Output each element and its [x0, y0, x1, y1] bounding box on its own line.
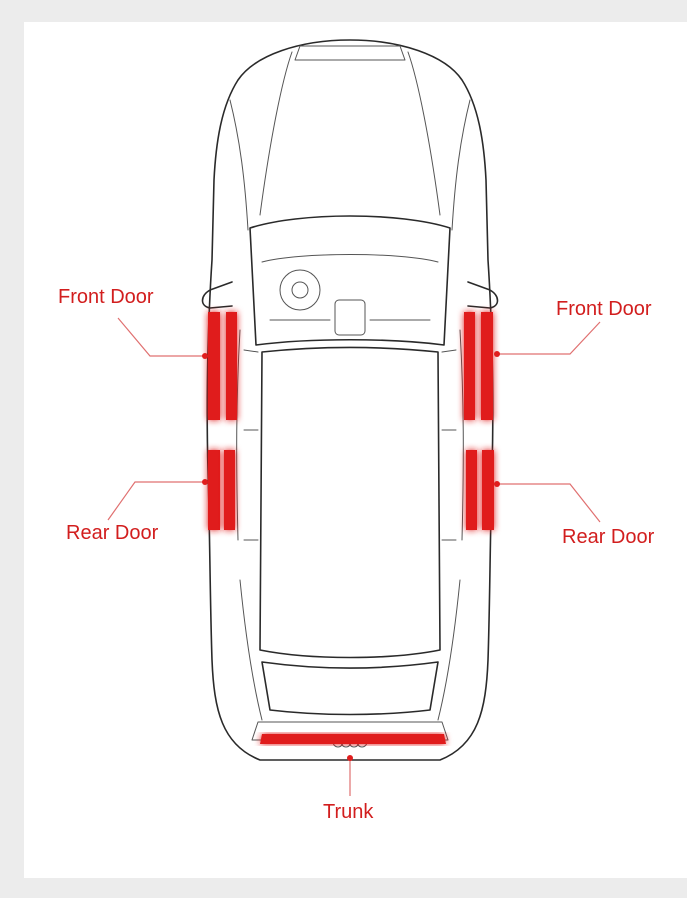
- car-body: [206, 39, 494, 761]
- roof: [259, 346, 441, 659]
- strip-rear-door-left-2: [224, 450, 235, 530]
- strip-front-door-right-2: [481, 312, 493, 420]
- windshield: [249, 215, 451, 346]
- strip-front-door-right-1: [464, 312, 475, 420]
- right-mirror: [467, 281, 499, 309]
- strip-rear-door-right-2: [482, 450, 494, 530]
- dot-front-door-left: [202, 353, 208, 359]
- label-trunk: Trunk: [323, 801, 374, 823]
- label-rear-door-right: Rear Door: [562, 526, 655, 548]
- dot-rear-door-right: [494, 481, 500, 487]
- rear-window: [261, 661, 439, 716]
- leader-front-door-right: [497, 321, 601, 355]
- highlight-strips: [208, 312, 494, 744]
- strip-front-door-left-2: [226, 312, 237, 420]
- leader-rear-door-right: [497, 483, 601, 523]
- dot-trunk: [347, 755, 353, 761]
- dot-rear-door-left: [202, 479, 208, 485]
- leader-rear-door-left: [107, 481, 205, 521]
- leader-lines: [107, 317, 601, 796]
- strip-front-door-left-1: [208, 312, 220, 420]
- strip-rear-door-right-1: [466, 450, 477, 530]
- label-front-door-right: Front Door: [556, 298, 652, 320]
- strip-trunk: [260, 734, 446, 744]
- leader-front-door-left: [117, 317, 205, 357]
- dot-front-door-right: [494, 351, 500, 357]
- car-outline: [201, 39, 499, 761]
- strip-rear-door-left-1: [208, 450, 220, 530]
- label-rear-door-left: Rear Door: [66, 522, 159, 544]
- left-mirror: [201, 281, 233, 309]
- label-front-door-left: Front Door: [58, 286, 154, 308]
